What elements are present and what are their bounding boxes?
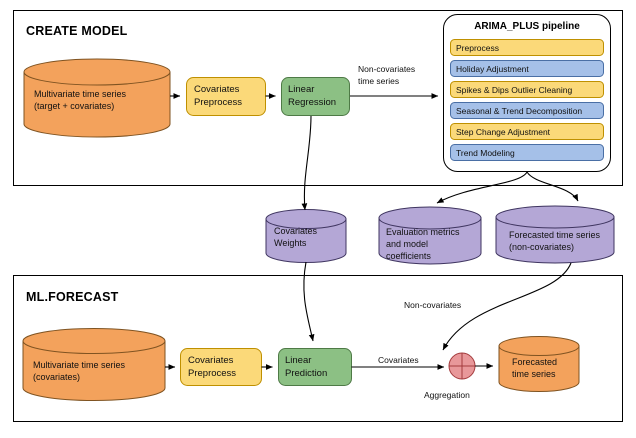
edge-label-noncovariates-line2: time series — [358, 76, 400, 86]
pipeline-step-label-2: Spikes & Dips Outlier Cleaning — [456, 85, 573, 95]
edge-label-noncovariates-bottom: Non-covariates — [404, 300, 462, 310]
pipeline-step-label-5: Trend Modeling — [456, 148, 515, 158]
cylinder-forecasted-noncovariates — [495, 205, 615, 264]
cylinder-evaluation-metrics-line1: Evaluation metrics — [386, 227, 460, 237]
pipeline-step-label-0: Preprocess — [456, 43, 499, 53]
cylinder-covariates-weights-line2: Weights — [274, 238, 307, 248]
pipeline-step-box-5 — [450, 144, 604, 161]
box-linear-regression — [281, 77, 350, 116]
cylinder-forecasted-noncovariates-line2: (non-covariates) — [509, 242, 575, 252]
box-covariates-preprocess-train-line2: Preprocess — [194, 97, 243, 108]
box-linear-prediction-line2: Prediction — [285, 368, 328, 379]
pipeline-step-box-2 — [450, 81, 604, 98]
box-covariates-preprocess-forecast-line1: Covariates — [188, 355, 234, 366]
cylinder-evaluation-metrics-line3: coefficients — [386, 251, 431, 261]
cylinder-multivariate-covariates-line2: (covariates) — [33, 372, 81, 382]
cylinder-multivariate-target-covariates-line2: (target + covariates) — [34, 101, 115, 111]
edge-weights-to-prediction — [303, 261, 315, 342]
cylinder-multivariate-target-covariates — [23, 58, 171, 138]
cylinder-forecasted-noncovariates-line1: Forecasted time series — [509, 230, 601, 240]
create-model-title: CREATE MODEL — [26, 24, 128, 38]
pipeline-step-label-3: Seasonal & Trend Decomposition — [456, 106, 583, 116]
pipeline-step-label-4: Step Change Adjustment — [456, 127, 551, 137]
box-linear-regression-line1: Linear — [288, 84, 315, 95]
cylinder-evaluation-metrics-line2: and model — [386, 239, 429, 249]
pipeline-step-box-4 — [450, 123, 604, 140]
cylinder-covariates-weights — [265, 209, 347, 263]
pipeline-title: ARIMA_PLUS pipeline — [474, 21, 580, 32]
cylinder-covariates-weights-line1: Covariates — [274, 226, 318, 236]
edge-regression-to-weights — [301, 115, 312, 211]
edge-pipeline-to-forecasted-noncov — [526, 171, 579, 202]
edge-pipeline-to-evaluation — [436, 171, 528, 204]
cylinder-forecasted-output — [498, 336, 580, 392]
cylinder-forecasted-output-line1: Forecasted — [512, 357, 558, 367]
aggregation-node — [448, 352, 476, 380]
box-covariates-preprocess-train-line1: Covariates — [194, 84, 240, 95]
cylinder-multivariate-covariates — [22, 328, 166, 401]
aggregation-label: Aggregation — [424, 390, 470, 400]
cylinder-multivariate-target-covariates-line1: Multivariate time series — [34, 89, 127, 99]
box-linear-prediction-line1: Linear — [285, 355, 312, 366]
cylinder-multivariate-covariates-line1: Multivariate time series — [33, 360, 126, 370]
edge-label-noncovariates-line1: Non-covariates — [358, 64, 416, 74]
pipeline-step-box-0 — [450, 39, 604, 56]
edge-forecasted-noncov-to-aggregation — [442, 262, 572, 351]
box-covariates-preprocess-forecast-line2: Preprocess — [188, 368, 237, 379]
pipeline-step-box-1 — [450, 60, 604, 77]
box-linear-regression-line2: Regression — [288, 97, 337, 108]
ml-forecast-title: ML.FORECAST — [26, 290, 119, 304]
cylinder-evaluation-metrics — [378, 206, 482, 265]
edge-label-covariates: Covariates — [378, 355, 419, 365]
pipeline-step-label-1: Holiday Adjustment — [456, 64, 529, 74]
pipeline-step-box-3 — [450, 102, 604, 119]
cylinder-forecasted-output-line2: time series — [512, 369, 556, 379]
